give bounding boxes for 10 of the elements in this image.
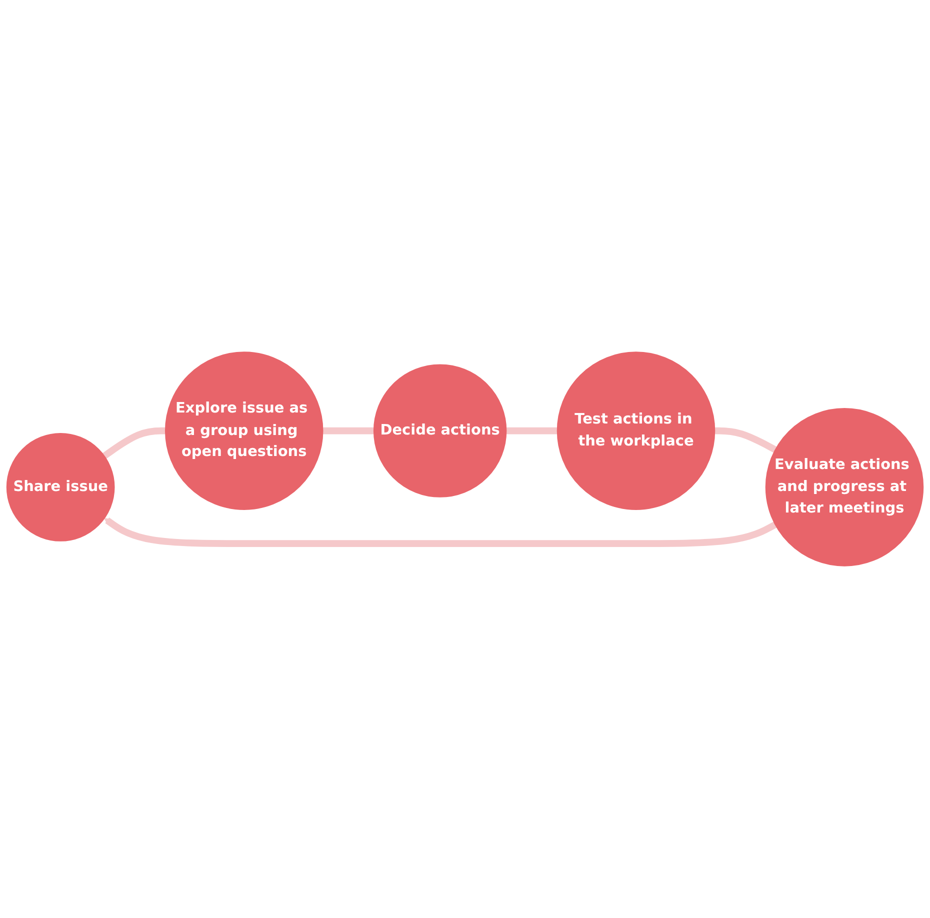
arrow: [104, 518, 777, 547]
connector: [102, 427, 166, 459]
connector: [714, 427, 777, 453]
node-circle: Test actions in the workplace: [556, 352, 716, 510]
node-circle: Decide actions: [373, 364, 507, 498]
node-circle: Share issue: [6, 433, 115, 542]
node-circle: Explore issue as a group using open questions: [164, 352, 324, 510]
node-circle: Evaluate actions and progress at later meetings: [765, 408, 924, 566]
connector: [322, 427, 374, 434]
connector: [506, 427, 558, 434]
